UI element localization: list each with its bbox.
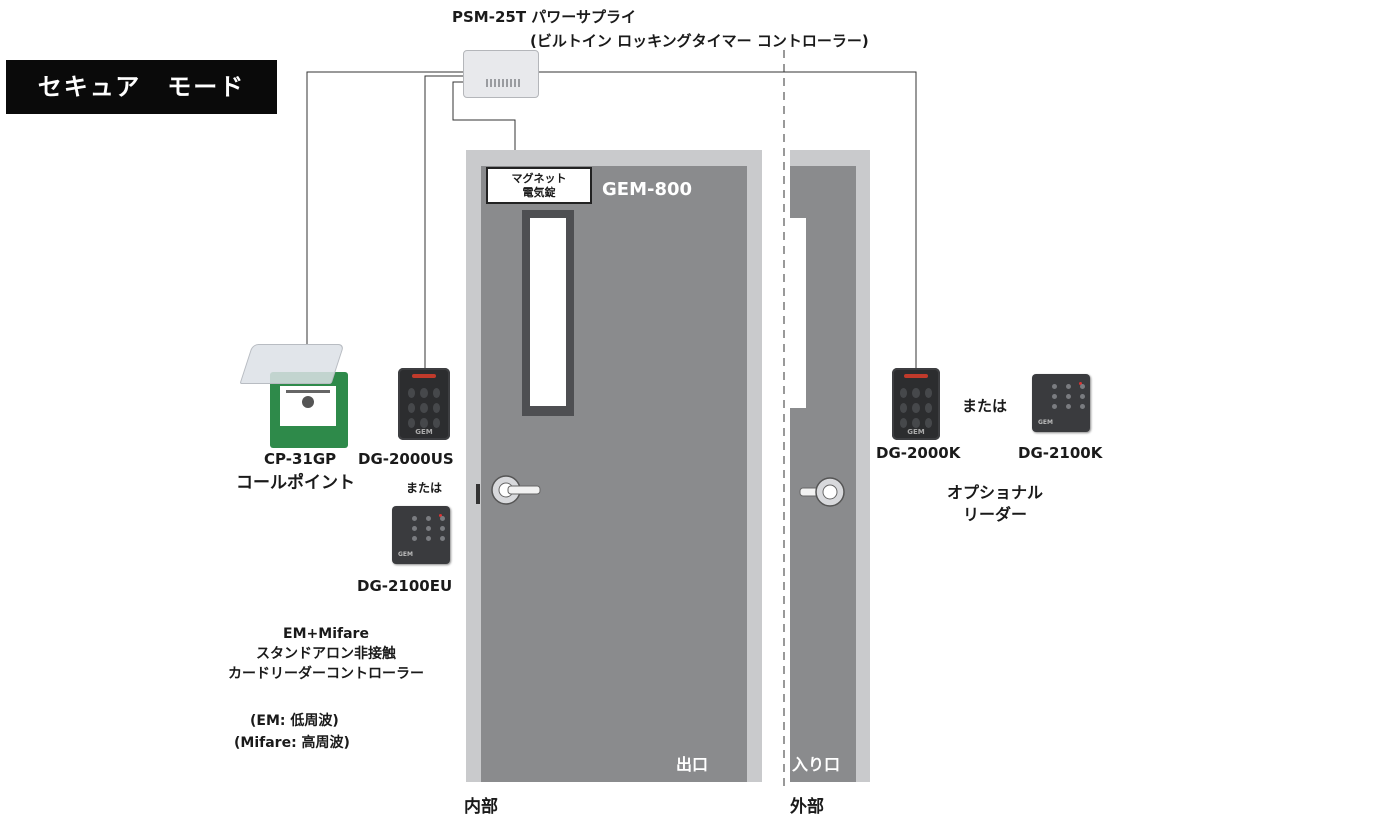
callpoint-device bbox=[270, 372, 348, 448]
door-edge-notch bbox=[790, 218, 806, 408]
maglock-label-1: マグネット bbox=[511, 172, 567, 185]
keypad-icon bbox=[900, 388, 932, 428]
vent-icon bbox=[486, 79, 520, 87]
keypad-icon bbox=[412, 516, 449, 541]
reader-led-icon bbox=[904, 374, 928, 378]
reader-dg-2100eu-label: DG-2100EU bbox=[357, 577, 453, 595]
door-model: GEM-800 bbox=[602, 179, 693, 200]
power-supply-title: PSM-25T パワーサプライ bbox=[452, 8, 636, 26]
power-supply-subtitle: (ビルトイン ロッキングタイマー コントローラー) bbox=[530, 32, 869, 50]
reader-dg-2100k-label: DG-2100K bbox=[1018, 444, 1103, 462]
reader-dg-2000us-label: DG-2000US bbox=[358, 450, 454, 468]
reader-brand: GEM bbox=[398, 551, 413, 558]
power-supply-unit bbox=[463, 50, 539, 98]
reader-brand: GEM bbox=[907, 428, 925, 436]
reader-dg-2000us: GEM bbox=[398, 368, 450, 440]
maglock-label-2: 電気錠 bbox=[522, 186, 556, 199]
reader-dg-2100eu: GEM bbox=[392, 506, 450, 564]
reader-dg-2100k: GEM bbox=[1032, 374, 1090, 432]
inside-door bbox=[466, 150, 762, 782]
inside-desc-line3: カードリーダーコントローラー bbox=[228, 666, 424, 682]
wire-callpoint bbox=[306, 71, 463, 344]
exit-label: 出口 bbox=[676, 755, 709, 774]
door-window bbox=[530, 218, 566, 406]
optional-reader-line1: オプショナル bbox=[946, 483, 1043, 502]
inside-desc-line4: (EM: 低周波) bbox=[250, 713, 339, 729]
callpoint-button-icon bbox=[302, 396, 314, 408]
wire-inside-reader bbox=[424, 75, 463, 368]
callpoint-cover bbox=[239, 344, 345, 384]
callpoint-stripe bbox=[286, 390, 330, 393]
inside-desc-line5: (Mifare: 高周波) bbox=[234, 735, 350, 751]
magnetic-lock: マグネット 電気錠 bbox=[486, 167, 592, 204]
reader-brand: GEM bbox=[1038, 419, 1053, 426]
outside-handle-icon bbox=[799, 477, 845, 507]
keypad-icon bbox=[408, 388, 440, 428]
reader-led-icon bbox=[412, 374, 436, 378]
inside-label: 内部 bbox=[464, 797, 498, 817]
outside-or-label: または bbox=[962, 397, 1008, 415]
inside-or-label: または bbox=[406, 481, 443, 495]
inside-desc-line1: EM+Mifare bbox=[283, 626, 369, 642]
callpoint-name: コールポイント bbox=[236, 473, 355, 493]
outside-label: 外部 bbox=[790, 797, 824, 817]
inside-handle-icon bbox=[476, 475, 541, 505]
inside-desc-line2: スタンドアロン非接触 bbox=[256, 646, 396, 662]
keypad-icon bbox=[1052, 384, 1089, 409]
wire-outside-reader bbox=[537, 71, 917, 368]
reader-led-icon bbox=[1079, 382, 1082, 385]
reader-dg-2000k: GEM bbox=[892, 368, 940, 440]
wire-maglock bbox=[452, 81, 516, 167]
optional-reader-line2: リーダー bbox=[962, 505, 1027, 524]
callpoint-model: CP-31GP bbox=[264, 450, 337, 468]
mode-title: セキュア モード bbox=[6, 60, 277, 114]
callpoint-face bbox=[280, 386, 336, 426]
reader-dg-2000k-label: DG-2000K bbox=[876, 444, 961, 462]
reader-brand: GEM bbox=[415, 428, 433, 436]
entry-label: 入り口 bbox=[792, 755, 841, 774]
reader-led-icon bbox=[439, 514, 442, 517]
